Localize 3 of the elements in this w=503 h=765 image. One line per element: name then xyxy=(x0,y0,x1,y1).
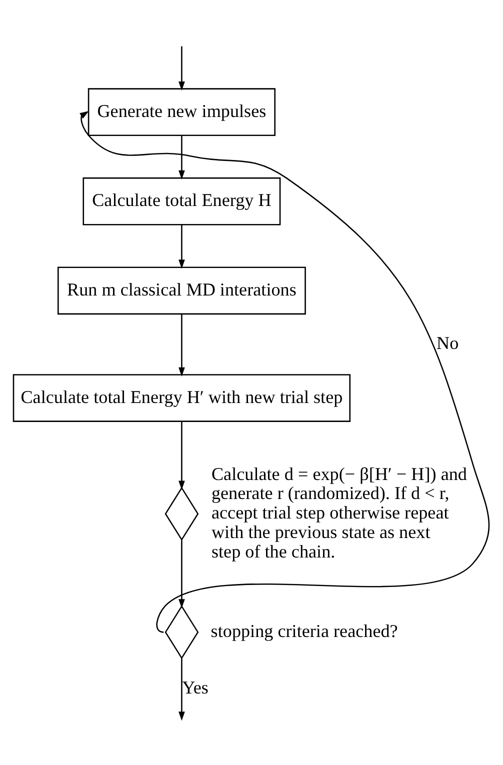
node-label: Calculate d = exp(− β[H′ − H]) and generate r (randomized). If d < r, accept trial step otherwise repeat with the previous state as next step of the chain. xyxy=(211,464,467,562)
edge-label: No xyxy=(436,333,459,354)
node-label: stopping criteria reached? xyxy=(210,620,398,641)
